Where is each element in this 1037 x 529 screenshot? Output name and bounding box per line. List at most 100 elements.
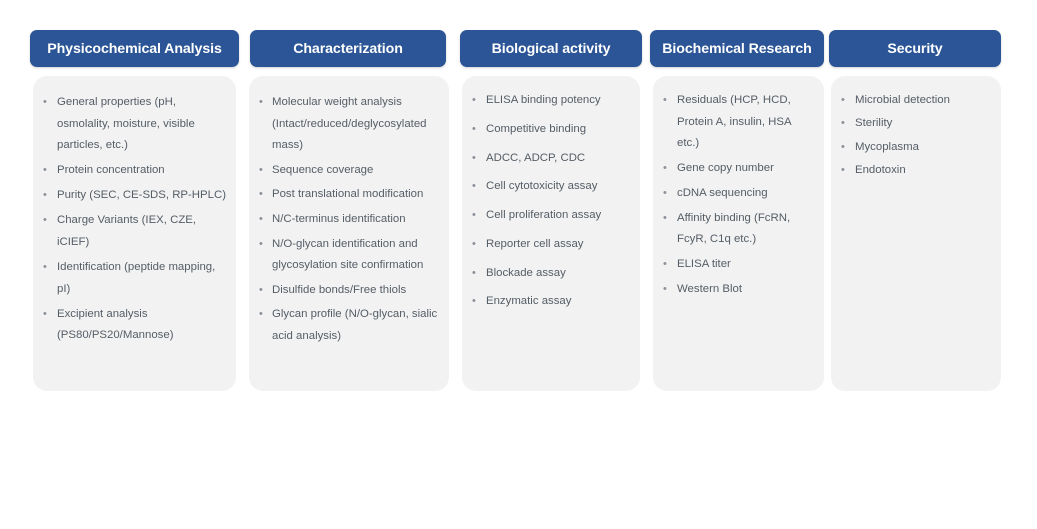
bullet-list: • Residuals (HCP, HCD, Protein A, insulin…: [663, 90, 814, 300]
list-item-label: Purity (SEC, CE-SDS, RP-HPLC): [57, 189, 226, 202]
category-header-1[interactable]: Characterization: [250, 30, 446, 67]
bullet-dot-icon: •: [259, 96, 263, 108]
bullet-dot-icon: •: [472, 209, 476, 222]
category-header-3[interactable]: Biochemical Research: [650, 30, 824, 67]
list-item-label: Microbial detection: [855, 94, 950, 106]
bullet-dot-icon: •: [472, 94, 476, 106]
list-item: • Reporter cell assay: [472, 234, 630, 256]
list-item: • Cell cytotoxicity assay: [472, 176, 630, 198]
bullet-dot-icon: •: [472, 151, 476, 164]
category-column: Security • Microbial detection •Sterility • M…: [829, 30, 1001, 391]
category-card-2: • ELISA binding potency • Competitive bindi…: [462, 76, 640, 391]
list-item-label: Sequence coverage: [272, 163, 374, 176]
list-item-label: Identification (peptide mapping, pI): [57, 261, 216, 295]
list-item-label: General properties (pH, osmolality, mois…: [57, 96, 195, 152]
bullet-dot-icon: •: [472, 122, 476, 135]
bullet-list: • ELISA binding potency • Competitive bindi…: [472, 90, 630, 313]
list-item: • Residuals (HCP, HCD, Protein A, insulin…: [663, 90, 814, 155]
category-column: Physicochemical Analysis • General propert…: [30, 30, 239, 391]
list-item: • Glycan profile (N/O-glycan, sialic acid…: [259, 304, 439, 347]
list-item: • Microbial detection: [841, 90, 991, 112]
list-item-label: Cell cytotoxicity assay: [486, 180, 598, 193]
list-item: • Protein concentration: [43, 160, 226, 182]
list-item: • Identification (peptide mapping, pI): [43, 257, 226, 300]
list-item-label: Sterility: [855, 117, 893, 130]
bullet-dot-icon: •: [259, 212, 263, 225]
list-item-label: Mycoplasma: [855, 140, 919, 153]
bullet-dot-icon: •: [472, 266, 476, 279]
list-item: • Cell proliferation assay: [472, 205, 630, 227]
bullet-dot-icon: •: [663, 257, 667, 270]
list-item-label: Glycan profile (N/O-glycan, sialic acid …: [272, 308, 438, 342]
bullet-dot-icon: •: [841, 164, 845, 177]
list-item: • General properties (pH, osmolality, moi…: [43, 92, 226, 157]
bullet-dot-icon: •: [259, 283, 263, 296]
category-card-0: • General properties (pH, osmolality, moi…: [33, 76, 236, 391]
bullet-dot-icon: •: [663, 282, 667, 295]
category-column: Biochemical Research • Residuals (HCP, HCD…: [647, 30, 824, 391]
list-item-label: ELISA binding potency: [486, 94, 601, 106]
bullet-dot-icon: •: [259, 308, 263, 321]
list-item: •Gene copy number: [663, 158, 814, 180]
list-item-label: Excipient analysis (PS80/PS20/Mannose): [57, 307, 174, 342]
bullet-dot-icon: •: [663, 211, 667, 224]
list-item: •ADCC, ADCP, CDC: [472, 148, 630, 170]
list-item: • Charge Variants (IEX, CZE, iCIEF): [43, 210, 226, 253]
bullet-dot-icon: •: [43, 189, 47, 202]
list-item: • Endotoxin: [841, 160, 991, 182]
list-item-label: Blockade assay: [486, 266, 566, 279]
list-item-label: cDNA sequencing: [677, 186, 768, 199]
bullet-dot-icon: •: [43, 96, 47, 108]
list-item-label: Cell proliferation assay: [486, 209, 602, 222]
list-item-label: N/C-terminus identification: [272, 212, 406, 225]
bullet-dot-icon: •: [663, 186, 667, 199]
list-item-label: Residuals (HCP, HCD, Protein A, insulin,…: [677, 94, 791, 150]
category-header-4[interactable]: Security: [829, 30, 1001, 67]
list-item-label: Western Blot: [677, 282, 742, 295]
bullet-dot-icon: •: [841, 94, 845, 106]
list-item-label: Affinity binding (FcRN, FcyR, C1q etc.): [677, 211, 791, 246]
list-item: •Sterility: [841, 113, 991, 135]
bullet-dot-icon: •: [43, 214, 47, 227]
bullet-dot-icon: •: [259, 237, 263, 250]
category-card-1: • Molecular weight analysis (Intact/reduc…: [249, 76, 449, 391]
list-item-label: Competitive binding: [486, 122, 587, 135]
list-item-label: Post translational modification: [272, 188, 424, 201]
list-item-label: Gene copy number: [677, 161, 774, 174]
bullet-dot-icon: •: [43, 164, 47, 177]
list-item: • Excipient analysis (PS80/PS20/Mannose): [43, 304, 226, 347]
list-item-label: Protein concentration: [57, 164, 165, 177]
list-item: • Western Blot: [663, 279, 814, 301]
category-header-2[interactable]: Biological activity: [460, 30, 642, 67]
category-card-3: • Residuals (HCP, HCD, Protein A, insulin…: [653, 76, 824, 391]
list-item: •Disulfide bonds/Free thiols: [259, 280, 439, 302]
bullet-dot-icon: •: [472, 237, 476, 250]
category-card-4: • Microbial detection •Sterility • Mycoplasm…: [831, 76, 1001, 391]
category-column: Biological activity • ELISA binding potenc…: [455, 30, 642, 391]
bullet-dot-icon: •: [43, 307, 47, 320]
bullet-list: • Molecular weight analysis (Intact/reduc…: [259, 92, 439, 348]
list-item-label: N/O-glycan identification and glycosylat…: [272, 237, 424, 272]
bullet-list: • General properties (pH, osmolality, moi…: [43, 92, 226, 347]
list-item: • N/C-terminus identification: [259, 209, 439, 231]
bullet-list: • Microbial detection •Sterility • Mycoplasm…: [841, 90, 991, 182]
bullet-dot-icon: •: [472, 295, 476, 308]
category-header-0[interactable]: Physicochemical Analysis: [30, 30, 239, 67]
list-item-label: Enzymatic assay: [486, 295, 572, 308]
list-item-label: Molecular weight analysis (Intact/reduce…: [272, 96, 427, 152]
bullet-dot-icon: •: [259, 188, 263, 201]
list-item: • Post translational modification: [259, 184, 439, 206]
bullet-dot-icon: •: [663, 94, 667, 106]
list-item-label: Reporter cell assay: [486, 237, 584, 250]
service-category-columns: Physicochemical Analysis • General propert…: [30, 30, 1001, 391]
bullet-dot-icon: •: [43, 261, 47, 274]
list-item-label: Endotoxin: [855, 164, 906, 177]
list-item: • Molecular weight analysis (Intact/reduc…: [259, 92, 439, 157]
list-item: • ELISA binding potency: [472, 90, 630, 112]
list-item: • Competitive binding: [472, 119, 630, 141]
list-item-label: Charge Variants (IEX, CZE, iCIEF): [57, 214, 197, 249]
bullet-dot-icon: •: [472, 180, 476, 193]
list-item: • Enzymatic assay: [472, 291, 630, 313]
category-column: Characterization • Molecular weight analys…: [249, 30, 449, 391]
